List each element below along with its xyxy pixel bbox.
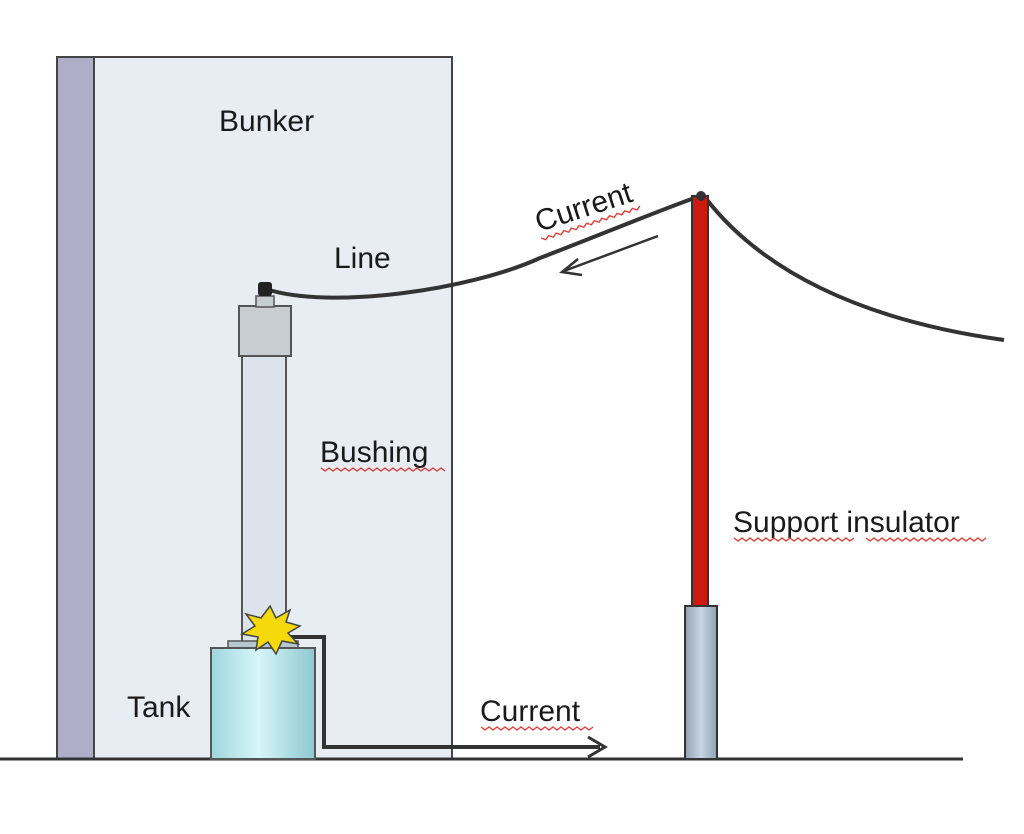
current-arrow-bottom-head: [587, 735, 608, 759]
spellcheck-underline-bushing: [320, 467, 446, 472]
label-support-insulator: Support insulator: [733, 506, 960, 539]
spellcheck-underline-current-top: [540, 205, 641, 241]
pole-top-connector: [696, 191, 706, 201]
bushing-collar: [255, 295, 275, 308]
current-path-bottom: [286, 635, 600, 749]
bushing-cap: [238, 305, 292, 357]
support-pole: [691, 195, 709, 609]
bushing-terminal: [258, 282, 272, 296]
line-conductor: [265, 194, 701, 300]
current-arrow-top: [563, 234, 659, 273]
label-line: Line: [334, 242, 391, 275]
current-arrow-top-head: [559, 258, 583, 277]
support-insulator-base: [684, 605, 718, 760]
bushing-body: [241, 354, 287, 646]
label-bushing: Bushing: [320, 436, 428, 469]
tank-body: [210, 647, 316, 760]
label-tank: Tank: [127, 691, 191, 724]
spellcheck-underline-support: [733, 537, 855, 542]
label-current-top: Current: [531, 176, 637, 239]
line-conductor-right: [702, 194, 1005, 342]
spellcheck-underline-insulator: [865, 537, 987, 542]
bunker-wall: [56, 56, 95, 760]
spellcheck-underline-current-bottom: [480, 726, 594, 731]
label-current-bottom: Current: [480, 695, 581, 728]
flashover-icon: [239, 604, 302, 656]
label-bunker: Bunker: [219, 105, 314, 138]
